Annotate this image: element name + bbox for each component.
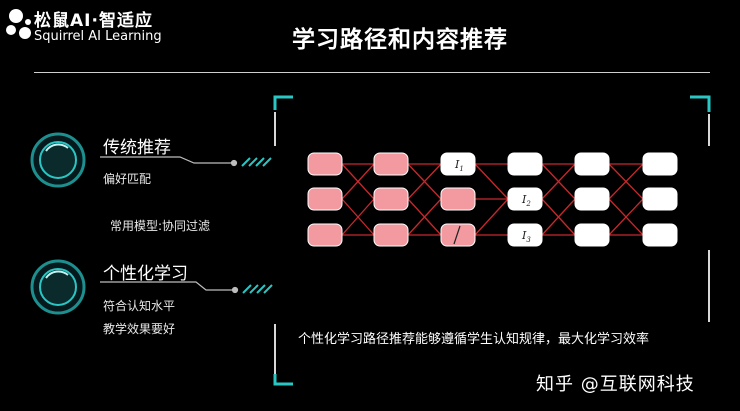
path-edge — [474, 163, 509, 200]
knowledge-node — [440, 187, 476, 211]
traditional-line1: 偏好匹配 — [103, 172, 152, 186]
knowledge-node — [307, 152, 343, 176]
page-title: 学习路径和内容推荐 — [292, 27, 508, 53]
frame-brackets — [273, 95, 711, 386]
path-edge — [541, 163, 576, 200]
knowledge-node — [642, 187, 678, 211]
logo-english-name: Squirrel AI Learning — [34, 29, 162, 44]
path-edge — [341, 198, 375, 236]
knowledge-node — [307, 187, 343, 211]
knowledge-node — [574, 223, 610, 247]
knowledge-node — [574, 152, 610, 176]
traditional-line2: 常用模型:协同过滤 — [110, 219, 211, 233]
path-edge — [407, 163, 442, 200]
path-edge — [541, 198, 576, 236]
knowledge-node — [642, 223, 678, 247]
path-edge — [341, 163, 375, 200]
node-mark — [453, 225, 461, 245]
logo-chinese-name: 松鼠AI·智适应 — [34, 11, 153, 31]
knowledge-node — [307, 223, 343, 247]
knowledge-node — [507, 152, 543, 176]
node-label: I3 — [521, 229, 531, 244]
squirrel-logo-icon — [6, 9, 31, 39]
personalized-line1: 符合认知水平 — [103, 299, 176, 313]
path-edge — [407, 198, 442, 236]
personalized-circle-icon — [30, 259, 86, 315]
knowledge-node — [507, 187, 543, 211]
description-text: 个性化学习路径推荐能够遵循学生认知规律，最大化学习效率 — [298, 332, 650, 347]
knowledge-node — [642, 152, 678, 176]
traditional-circle-icon — [30, 132, 86, 188]
path-edge — [474, 198, 509, 236]
personalized-line2: 教学效果要好 — [103, 322, 176, 336]
connector-lines — [100, 156, 273, 294]
knowledge-node — [373, 187, 409, 211]
node-label: I2 — [521, 193, 531, 208]
path-edge — [608, 163, 644, 200]
knowledge-node — [507, 223, 543, 247]
node-label: I1 — [454, 158, 464, 173]
knowledge-node — [373, 223, 409, 247]
knowledge-node — [373, 152, 409, 176]
watermark: 知乎 @互联网科技 — [536, 374, 695, 395]
knowledge-node — [440, 152, 476, 176]
path-edge — [608, 198, 644, 236]
personalized-heading: 个性化学习 — [103, 264, 188, 284]
traditional-heading: 传统推荐 — [103, 138, 171, 158]
knowledge-node — [574, 187, 610, 211]
knowledge-node — [440, 223, 476, 247]
title-divider — [34, 72, 710, 73]
